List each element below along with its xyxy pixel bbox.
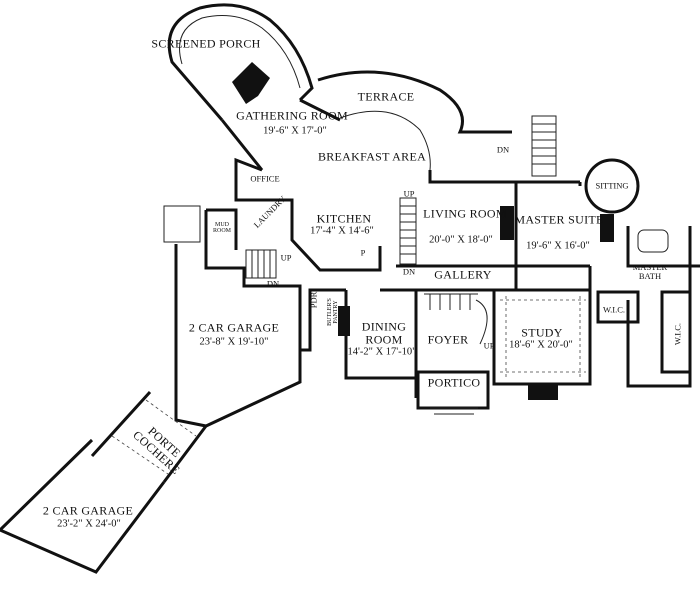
master-fireplace <box>600 214 614 242</box>
mud-stair-up: UP <box>280 252 292 263</box>
living-room-dims: 20'-0" X 18'-0" <box>429 234 493 246</box>
living-fireplace <box>500 206 514 240</box>
foyer-label: FOYER <box>427 332 469 347</box>
dining-room-label: DINING ROOM <box>361 319 407 346</box>
kitchen-stairs <box>399 197 417 265</box>
master-bath-label: MASTER BATH <box>632 262 668 281</box>
screened-porch-outline <box>167 3 314 121</box>
bathtub <box>637 229 669 253</box>
sitting-bay <box>584 158 640 214</box>
master-suite-label: MASTER SUITE <box>514 212 604 227</box>
dining-fireplace <box>338 306 350 336</box>
pantry-label: P <box>360 247 366 258</box>
garage-lower-dims: 23'-2" X 24'-0" <box>57 518 121 530</box>
breakfast-kitchen-walls <box>234 157 518 272</box>
office-label: OFFICE <box>250 173 280 184</box>
garage-lower-label: 2 CAR GARAGE <box>42 503 134 518</box>
breakfast-area-label: BREAKFAST AREA <box>317 149 427 164</box>
study-label: STUDY <box>521 325 563 340</box>
garage-upper-label: 2 CAR GARAGE <box>188 320 280 335</box>
gathering-room-walls <box>220 98 341 171</box>
mud-room-label: MUD ROOM <box>212 222 231 234</box>
kitchen-label: KITCHEN <box>316 211 372 226</box>
kitchen-dims: 17'-4" X 14'-6" <box>310 225 374 237</box>
terrace-stairs <box>531 115 557 177</box>
living-room-label: LIVING ROOM <box>423 206 507 221</box>
master-suite-dims: 19'-6" X 16'-0" <box>526 240 590 252</box>
mud-room-entry <box>163 205 201 243</box>
wic-left-label: W.I.C. <box>602 304 626 315</box>
gathering-room-label: GATHERING ROOM <box>236 108 348 123</box>
wic-right-label: W.I.C. <box>672 322 683 346</box>
foyer-stair-up: UP <box>483 340 495 351</box>
living-gallery-walls <box>380 180 590 292</box>
screened-porch-label: SCREENED PORCH <box>151 36 261 51</box>
terrace-stair-dn: DN <box>496 144 510 155</box>
terrace-label: TERRACE <box>357 89 415 104</box>
portico-label: PORTICO <box>427 375 481 390</box>
dining-foyer-study-walls <box>344 290 592 398</box>
study-fireplace <box>528 384 558 400</box>
mud-stair-dn: DN <box>266 278 280 289</box>
butlers-pantry-label: BUTLER'S PANTRY <box>327 298 339 326</box>
kitchen-stair-dn: DN <box>402 266 416 277</box>
kitchen-stair-up: UP <box>403 188 415 199</box>
terrace-outline <box>317 70 512 134</box>
porte-cochere-outline <box>90 390 208 483</box>
gathering-fireplace <box>232 62 270 104</box>
garage-upper-dims: 23'-8" X 19'-10" <box>199 336 269 348</box>
master-suite-walls <box>578 182 700 388</box>
upper-garage-walls <box>174 244 302 428</box>
foyer-stair <box>424 293 488 345</box>
lower-garage-walls <box>0 438 166 574</box>
dining-room-dims: 14'-2" X 17'-10" <box>347 346 417 358</box>
sitting-label: SITTING <box>595 180 629 191</box>
pdr-label: PDR <box>308 291 319 309</box>
gathering-room-dims: 19'-6" X 17'-0" <box>263 125 327 137</box>
study-dims: 18'-6" X 20'-0" <box>509 339 573 351</box>
mud-room-stairs <box>245 249 277 279</box>
gallery-label: GALLERY <box>434 267 492 282</box>
service-wing-walls <box>204 208 346 352</box>
